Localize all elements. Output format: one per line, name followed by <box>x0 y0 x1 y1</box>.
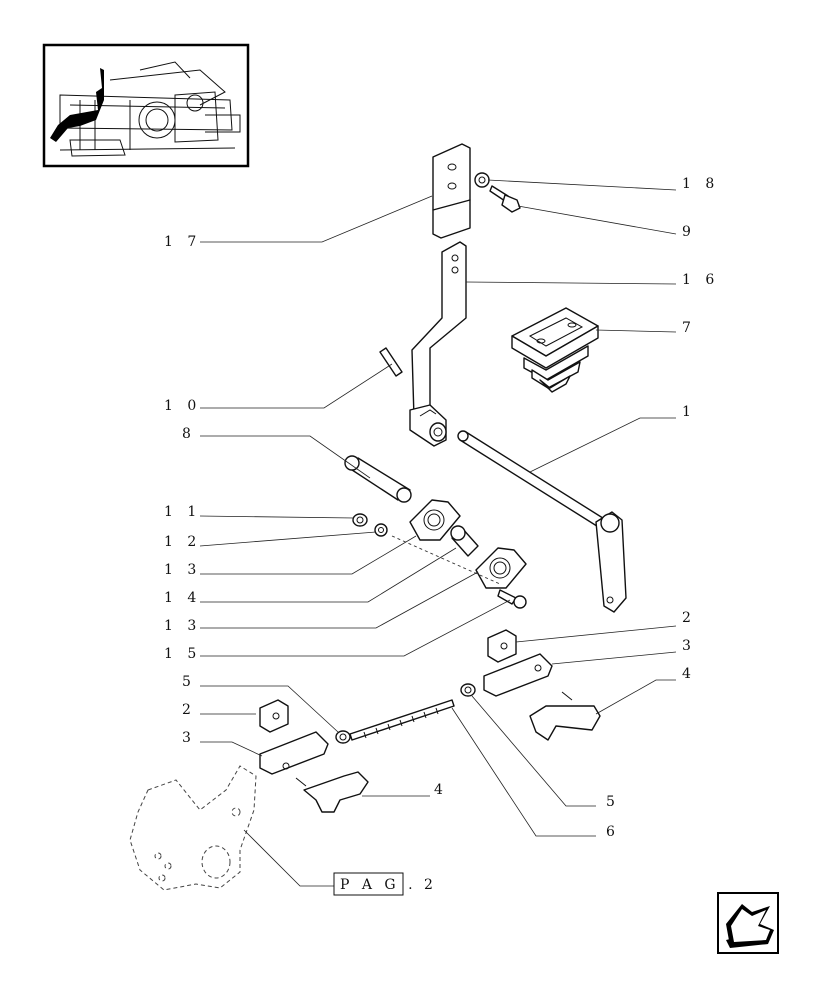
part-3-clevis-left <box>259 731 329 775</box>
callout-3-right[interactable]: 3 <box>682 638 696 654</box>
callout-12[interactable]: 1 2 <box>164 534 201 550</box>
callout-1[interactable]: 1 <box>682 404 696 420</box>
part-13-flange-upper <box>409 499 461 541</box>
part-9-screw <box>489 185 521 213</box>
part-5-nut-right <box>460 683 476 697</box>
part-2-clip-left <box>259 699 289 733</box>
part-4-spring-clip-left <box>295 771 369 813</box>
callout-13-upper[interactable]: 1 3 <box>164 562 201 578</box>
part-17-pedal-pad <box>432 143 471 239</box>
callout-11[interactable]: 1 1 <box>164 504 201 520</box>
part-5-nut-left <box>335 730 351 744</box>
part-15-bolt <box>497 589 527 609</box>
location-thumbnail[interactable] <box>42 43 250 168</box>
part-7-rubber-boot <box>511 307 599 393</box>
callout-17[interactable]: 1 7 <box>164 234 201 250</box>
reference-bracket-ghost <box>129 765 257 891</box>
part-14-bushing <box>450 525 479 557</box>
part-13-flange-lower <box>475 547 527 589</box>
callout-15[interactable]: 1 5 <box>164 646 201 662</box>
callout-5-left[interactable]: 5 <box>182 674 196 690</box>
callout-18[interactable]: 1 8 <box>682 176 719 192</box>
callout-4-left[interactable]: 4 <box>434 782 448 798</box>
callout-2-right[interactable]: 2 <box>682 610 696 626</box>
callout-4-right[interactable]: 4 <box>682 666 696 682</box>
callout-3-left[interactable]: 3 <box>182 730 196 746</box>
callout-7[interactable]: 7 <box>682 320 696 336</box>
part-2-clip-right <box>487 629 517 663</box>
part-12-washer <box>374 523 388 537</box>
leader-lines <box>199 179 677 887</box>
callout-2-left[interactable]: 2 <box>182 702 196 718</box>
part-10-pin <box>379 347 403 377</box>
part-11-nut <box>352 513 368 527</box>
callout-16[interactable]: 1 6 <box>682 272 719 288</box>
callout-5-right[interactable]: 5 <box>606 794 620 810</box>
part-8-bushing <box>344 455 412 503</box>
part-16-pedal-arm <box>409 241 467 447</box>
page-reference[interactable]: P A G . 2 <box>333 872 438 896</box>
callout-6[interactable]: 6 <box>606 824 620 840</box>
part-18-washer <box>474 172 490 188</box>
part-4-spring-clip-right <box>529 691 601 741</box>
callout-8[interactable]: 8 <box>182 426 196 442</box>
assembly-axis-flanges <box>391 535 501 585</box>
callout-labels: 1 8 9 1 7 1 6 7 1 0 1 8 1 1 1 2 1 3 1 4 … <box>164 176 719 840</box>
callout-14[interactable]: 1 4 <box>164 590 201 606</box>
page-reference-label: P A G . <box>340 877 417 893</box>
part-3-clevis-right <box>483 653 553 697</box>
back-arrow-button[interactable] <box>717 892 779 954</box>
callout-9[interactable]: 9 <box>682 224 696 240</box>
part-6-threaded-rod <box>349 699 455 741</box>
part-1-shaft <box>457 430 627 613</box>
back-arrow-icon <box>726 904 774 948</box>
callout-13-lower[interactable]: 1 3 <box>164 618 201 634</box>
page-reference-number: 2 <box>424 877 438 893</box>
callout-10[interactable]: 1 0 <box>164 398 201 414</box>
